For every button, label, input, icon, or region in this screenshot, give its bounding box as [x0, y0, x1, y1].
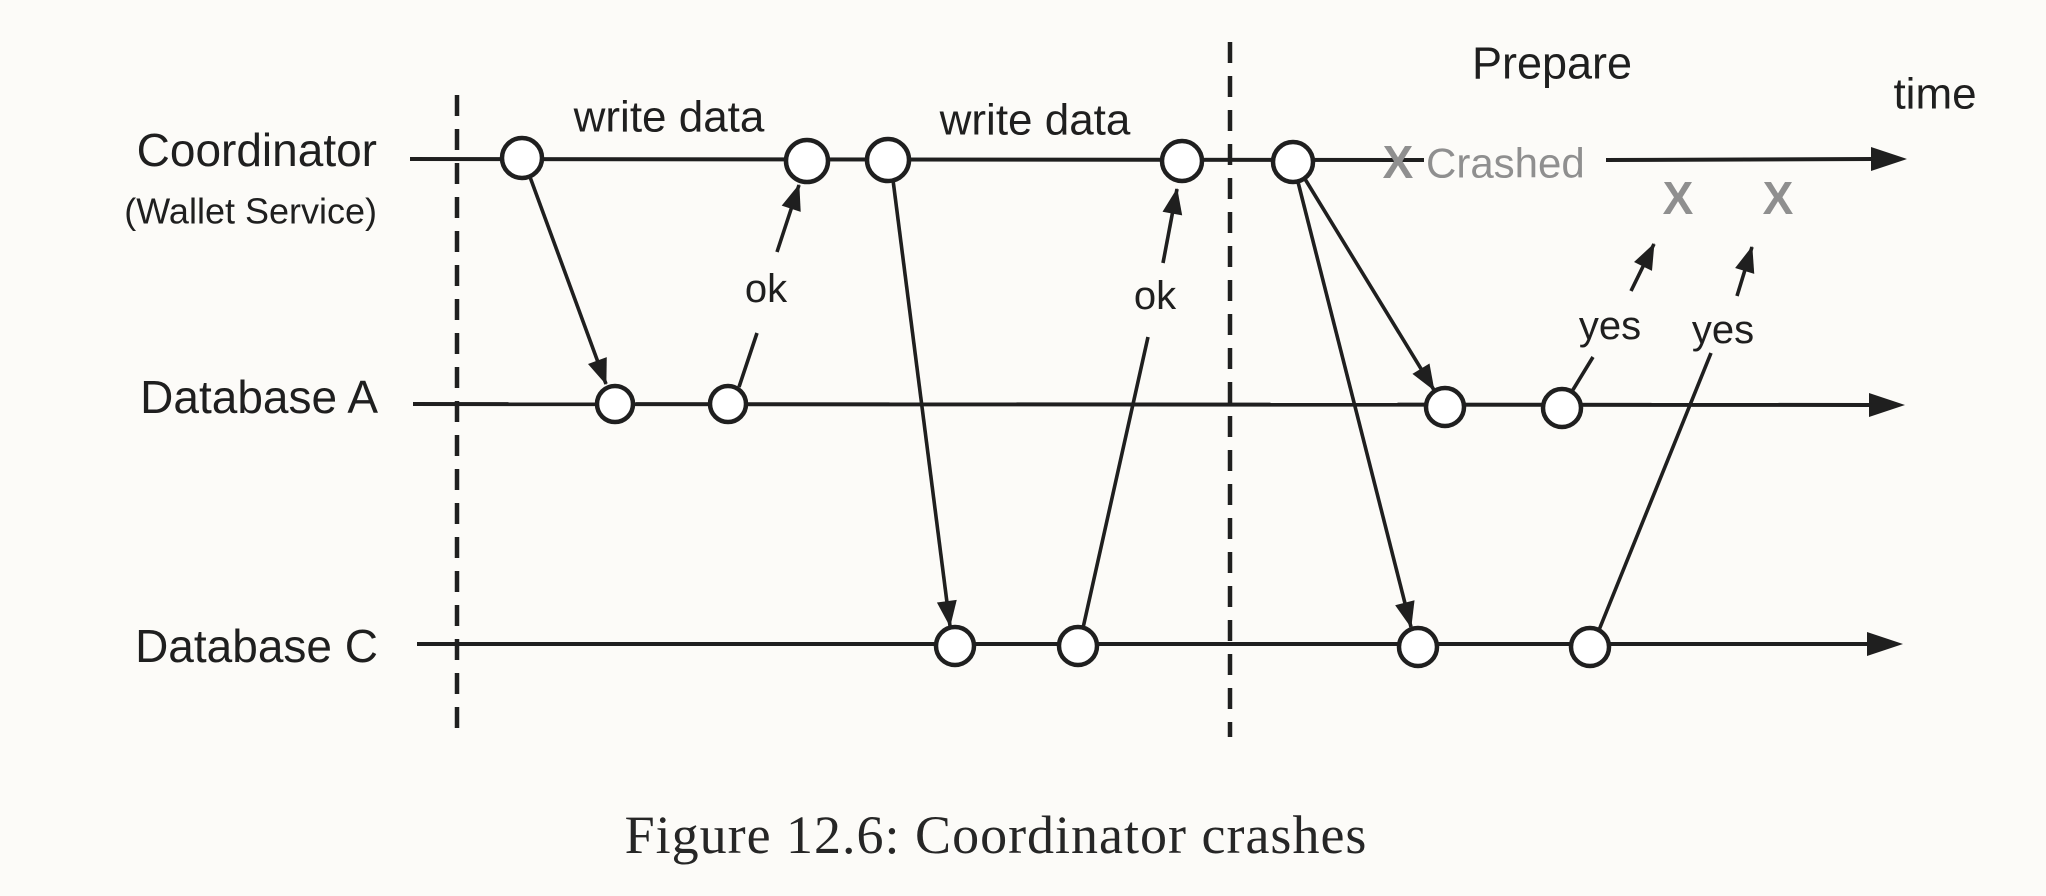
write-data-1-to-database-a	[528, 176, 608, 385]
yes-2-label: yes	[1692, 308, 1754, 352]
database-a-label: Database A	[140, 371, 378, 423]
write-data-2-label: write data	[939, 96, 1131, 145]
database-a-timeline-arrowhead	[1869, 393, 1905, 417]
database-c-ok-sent	[1056, 624, 1100, 668]
prepare-to-database-c	[1296, 181, 1415, 628]
lost-yes-2-x: X	[1763, 172, 1794, 224]
database-a-ok-sent	[707, 383, 749, 425]
yes-2-arrow-lost	[1735, 246, 1755, 297]
lost-yes-1-x: X	[1663, 172, 1694, 224]
coordinator-timeline-arrowhead	[1871, 147, 1907, 171]
coordinator-prepare-start	[1270, 139, 1316, 185]
figure-caption: Figure 12.6: Coordinator crashes	[624, 805, 1368, 865]
prepare-to-database-a	[1303, 178, 1436, 391]
database-a-timeline-segment-1	[412, 402, 1872, 407]
database-c-label: Database C	[135, 620, 378, 672]
write-data-2-to-database-c	[891, 179, 957, 627]
ok-2-arrow-to-coordinator	[1161, 188, 1183, 264]
ok-2-line-from-database-c	[1081, 336, 1150, 629]
coordinator-write-2-start	[864, 136, 912, 184]
yes-1-line-from-database-a	[1569, 356, 1595, 394]
coordinator-write-1-start	[499, 135, 545, 181]
coordinator-label: Coordinator	[137, 124, 377, 176]
database-c-prepare-received	[1396, 625, 1440, 669]
ok-1-label: ok	[745, 267, 788, 311]
yes-2-line-from-database-c	[1597, 352, 1713, 631]
coordinator-timeline-segment-1	[409, 157, 1425, 162]
database-c-timeline-arrowhead	[1867, 632, 1903, 656]
database-c-yes-sent	[1568, 625, 1612, 669]
ok-2-label: ok	[1134, 274, 1177, 318]
database-a-yes-sent	[1540, 386, 1584, 430]
coordinator-crash-x: X	[1383, 136, 1414, 188]
coordinator-ok-2-received	[1159, 138, 1205, 184]
time-label: time	[1893, 70, 1976, 119]
yes-1-label: yes	[1579, 304, 1641, 348]
database-c-write-received	[933, 624, 977, 668]
crashed-label: Crashed	[1426, 140, 1585, 187]
database-a-write-received	[594, 383, 636, 425]
database-a-prepare-received	[1423, 385, 1467, 429]
write-data-1-label: write data	[573, 93, 765, 142]
ok-1-line-from-database-a	[737, 332, 759, 388]
coordinator-sublabel: (Wallet Service)	[124, 191, 377, 232]
yes-1-arrow-lost	[1629, 243, 1656, 292]
ok-1-arrow-to-coordinator	[775, 184, 801, 253]
coordinator-ok-1-received	[783, 137, 831, 185]
coordinator-timeline-segment-2	[1605, 157, 1874, 162]
prepare-label: Prepare	[1472, 38, 1632, 89]
